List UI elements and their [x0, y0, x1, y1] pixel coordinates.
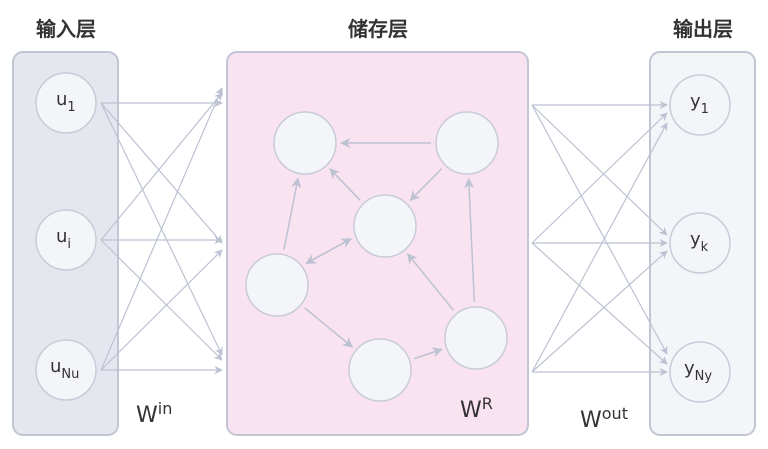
output-weight-base: W	[580, 408, 602, 433]
reservoir-weight-base: W	[460, 398, 482, 423]
input-node-u1: u1	[35, 72, 97, 134]
input-edge	[100, 102, 223, 244]
reservoir-edge	[329, 168, 361, 201]
node-circle	[35, 339, 97, 401]
node-label-sub: 1	[701, 102, 709, 117]
input-layer-title: 输入层	[36, 17, 96, 41]
output-edge	[531, 112, 668, 244]
reservoir-weight-label: WR	[460, 394, 493, 423]
node-circle	[669, 212, 731, 274]
node-circle	[669, 341, 731, 403]
node-label-base: u	[56, 89, 67, 110]
output-edge	[531, 104, 668, 355]
output-edge	[531, 250, 668, 373]
node-label: yNy	[684, 358, 712, 384]
output-weight-edges	[531, 100, 668, 377]
node-label: uNu	[50, 356, 79, 382]
output-layer-title: 输出层	[673, 17, 733, 41]
reservoir-node-r3	[353, 194, 417, 258]
node-label-base: y	[684, 358, 695, 379]
node-label-sub: k	[701, 240, 709, 255]
node-label-base: u	[56, 226, 67, 247]
reservoir-node-r4	[245, 253, 309, 317]
reservoir-edge	[304, 307, 354, 348]
node-label-sub: Ny	[695, 369, 713, 384]
input-edge	[100, 239, 223, 361]
node-label-sub: i	[67, 237, 71, 252]
reservoir-node-r1	[273, 111, 337, 175]
node-label-sub: Nu	[61, 367, 79, 382]
input-weight-base: W	[136, 403, 158, 428]
input-weight-label: Win	[136, 399, 172, 428]
reservoir-edge	[305, 238, 352, 265]
node-circle	[669, 74, 731, 136]
reservoir-edge	[463, 177, 476, 303]
reservoir-weight-sup: R	[482, 394, 493, 413]
output-node-y1: y1	[669, 74, 731, 136]
node-circle	[35, 209, 97, 271]
output-weight-sup: out	[602, 404, 628, 423]
output-edge	[531, 122, 668, 373]
input-weight-sup: in	[158, 399, 173, 418]
node-label-base: y	[690, 229, 701, 250]
node-label: u1	[56, 89, 76, 115]
output-edge	[531, 242, 668, 365]
node-circle	[35, 72, 97, 134]
input-edge	[100, 87, 223, 371]
output-node-yNy: yNy	[669, 341, 731, 403]
output-weight-label: Wout	[580, 404, 628, 433]
reservoir-edge	[409, 168, 443, 202]
input-node-ui: ui	[35, 209, 97, 271]
node-label-base: u	[50, 356, 61, 377]
reservoir-node-r2	[435, 111, 499, 175]
reservoir-layer-title: 储存层	[348, 17, 408, 41]
reservoir-nodes	[245, 111, 508, 402]
output-node-yk: yk	[669, 212, 731, 274]
input-edge	[100, 92, 223, 241]
reservoir-edge	[407, 253, 454, 311]
reservoir-node-r6	[444, 306, 508, 370]
node-label-sub: 1	[67, 100, 75, 115]
reservoir-weight-edges	[283, 137, 476, 360]
node-label: ui	[56, 226, 71, 252]
input-weight-edges	[100, 87, 223, 375]
reservoir-node-r5	[348, 338, 412, 402]
input-edge	[100, 249, 223, 371]
node-label-base: y	[690, 91, 701, 112]
reservoir-edge	[413, 347, 443, 360]
node-label: y1	[690, 91, 709, 117]
output-edge	[531, 104, 668, 236]
input-node-uNu: uNu	[35, 339, 97, 401]
node-label: yk	[690, 229, 709, 255]
reservoir-edge	[283, 177, 302, 250]
